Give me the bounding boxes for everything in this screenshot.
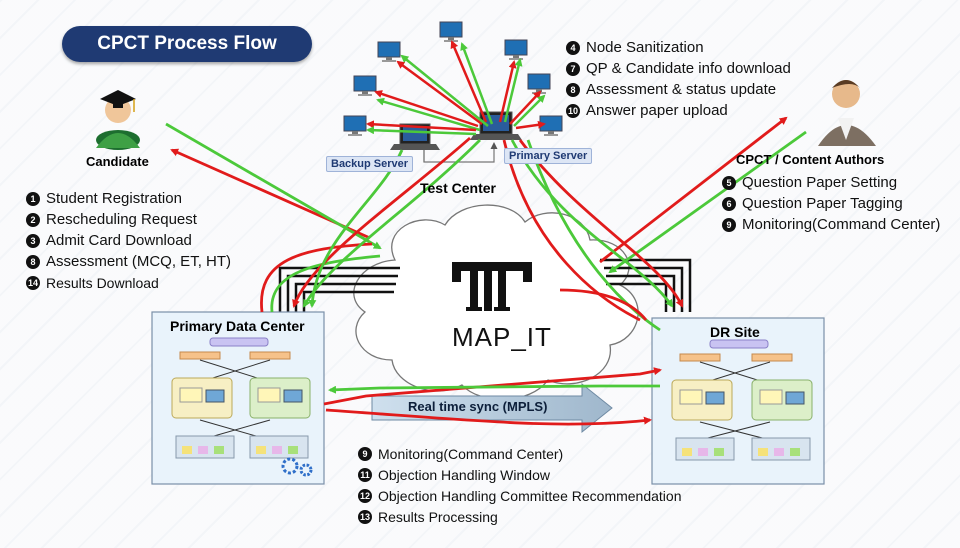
step-number-badge: 5: [722, 175, 736, 190]
authors-step-list: 5 Question Paper Setting 6 Question Paper …: [722, 172, 940, 235]
list-item: 11 Objection Handling Window: [358, 464, 681, 485]
step-text: Objection Handling Window: [378, 466, 550, 483]
step-number-badge: 14: [26, 275, 40, 290]
primary-server-laptop-icon: [470, 111, 522, 140]
step-number-badge: 12: [358, 488, 372, 503]
dr-site-title: DR Site: [710, 324, 760, 340]
test-center-dc-arrows: [292, 136, 684, 332]
step-text: Node Sanitization: [586, 39, 704, 56]
backup-server-label: Backup Server: [326, 156, 414, 172]
step-number-badge: 1: [26, 191, 40, 206]
primary-server-label: Primary Server: [504, 148, 593, 164]
gear-icon: [281, 457, 313, 477]
list-item: 6 Question Paper Tagging: [722, 193, 940, 214]
page-title: CPCT Process Flow: [62, 26, 312, 62]
step-number-badge: 11: [358, 467, 372, 482]
step-number-badge: 7: [566, 61, 580, 76]
list-item: 7 QP & Candidate info download: [566, 58, 791, 79]
authors-flow-arrows: [599, 116, 807, 274]
primary-data-center-title: Primary Data Center: [170, 318, 305, 334]
step-text: Question Paper Setting: [742, 174, 898, 191]
cloud-icon: [353, 204, 639, 401]
candidate-flow-arrows: [165, 122, 382, 313]
test-center-label: Test Center: [420, 180, 496, 196]
step-number-badge: 8: [26, 254, 40, 269]
sync-arrow: [371, 382, 613, 434]
step-text: Student Registration: [46, 190, 182, 207]
step-number-badge: 2: [26, 212, 40, 227]
candidate-avatar-icon: [96, 90, 140, 150]
step-text: Assessment (MCQ, ET, HT): [46, 253, 232, 270]
step-text: Results Processing: [378, 508, 498, 525]
step-number-badge: 3: [26, 233, 40, 248]
dr-site-box: [651, 317, 825, 485]
primary-data-center-box: [151, 311, 325, 485]
step-text: QP & Candidate info download: [586, 60, 791, 77]
candidate-step-list: 1 Student Registration 2 Rescheduling Requ…: [26, 188, 231, 293]
authors-avatar-icon: [818, 80, 876, 146]
candidate-label: Candidate: [86, 154, 149, 169]
step-text: Answer paper upload: [586, 102, 728, 119]
step-number-badge: 9: [358, 446, 372, 461]
list-item: 9 Monitoring(Command Center): [358, 443, 681, 464]
step-text: Question Paper Tagging: [742, 195, 903, 212]
step-text: Results Download: [46, 274, 159, 291]
test-center-arrows: [366, 40, 546, 136]
map-it-logo-icon: [452, 262, 532, 311]
list-item: 8 Assessment (MCQ, ET, HT): [26, 251, 231, 272]
step-number-badge: 4: [566, 40, 580, 55]
step-text: Monitoring(Command Center): [378, 445, 564, 462]
list-item: 14 Results Download: [26, 272, 231, 293]
cloud-label: MAP_IT: [452, 322, 552, 352]
step-number-badge: 9: [722, 217, 736, 232]
step-text: Assessment & status update: [586, 81, 777, 98]
list-item: 12 Objection Handling Committee Recommend…: [358, 485, 681, 506]
list-item: 4 Node Sanitization: [566, 37, 791, 58]
sync-label: Real time sync (MPLS): [408, 399, 548, 414]
step-number-badge: 8: [566, 82, 580, 97]
list-item: 9 Monitoring(Command Center): [722, 214, 940, 235]
authors-label: CPCT / Content Authors: [736, 152, 885, 167]
dc-dr-arrows: [323, 288, 662, 426]
step-number-badge: 6: [722, 196, 736, 211]
step-text: Monitoring(Command Center): [742, 216, 941, 233]
list-item: 5 Question Paper Setting: [722, 172, 940, 193]
list-item: 3 Admit Card Download: [26, 230, 231, 251]
list-item: 10 Answer paper upload: [566, 100, 791, 121]
step-text: Objection Handling Committee Recommendat…: [378, 487, 682, 504]
list-item: 2 Rescheduling Request: [26, 209, 231, 230]
step-text: Admit Card Download: [46, 232, 192, 249]
list-item: 13 Results Processing: [358, 506, 681, 527]
list-item: 8 Assessment & status update: [566, 79, 791, 100]
step-text: Rescheduling Request: [46, 211, 197, 228]
step-number-badge: 13: [358, 509, 372, 524]
step-number-badge: 10: [566, 103, 580, 118]
test-center-step-list: 4 Node Sanitization 7 QP & Candidate info …: [566, 37, 791, 121]
list-item: 1 Student Registration: [26, 188, 231, 209]
